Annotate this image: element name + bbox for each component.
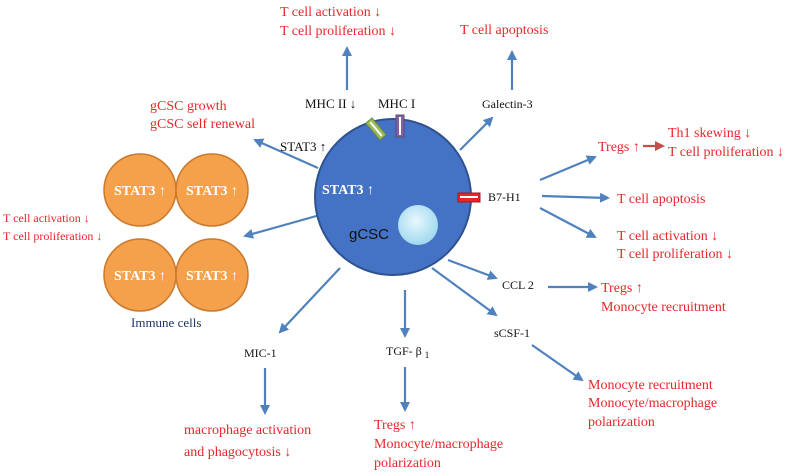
mic1-effect-activation: macrophage activation	[184, 423, 311, 438]
gcsc-stat3-label: STAT3 ↑	[322, 183, 374, 198]
mhc1-label: MHC I	[378, 96, 415, 111]
immune-cell-4	[175, 238, 249, 312]
mic1-label: MIC-1	[244, 346, 277, 360]
immune-cells: STAT3 ↑ STAT3 ↑ STAT3 ↑ STAT3 ↑	[103, 153, 249, 312]
stat3-branch-label: STAT3 ↑	[280, 139, 326, 154]
ccl2-effect-recruitment: Monocyte recruitment	[601, 300, 726, 315]
stat3-effect-renewal: gCSC self renewal	[150, 117, 255, 132]
arrow-to-galectin	[459, 116, 494, 151]
ccl2-effect-tregs: Tregs ↑	[601, 281, 643, 296]
stat3-effect-growth: gCSC growth	[150, 99, 227, 114]
arrow-to-ccl2	[447, 258, 498, 280]
immune-effect-proliferation: T cell proliferation ↓	[3, 229, 102, 243]
tgf-label-sub: 1	[425, 350, 430, 360]
tgf-label-main: TGF- β	[386, 344, 422, 358]
tgf-effect-macrophage: Monocyte/macrophage	[374, 437, 503, 452]
b7h1-label: B7-H1	[488, 190, 521, 204]
mhc-effect-activation: T cell activation ↓	[280, 5, 381, 20]
scsf-effect-macrophage: Monocyte/macrophage	[588, 396, 717, 411]
b7h1-receptor-inner	[460, 196, 478, 198]
mhc1-receptor-inner	[399, 117, 401, 135]
arrow-to-scsf	[431, 267, 498, 317]
arrow-to-activation-b7	[539, 207, 597, 238]
mhc2-label: MHC II ↓	[305, 96, 356, 111]
b7h1-effect-proliferation: T cell proliferation ↓	[668, 145, 784, 160]
b7h1-effect-proliferation-2: T cell proliferation ↓	[617, 247, 733, 262]
scsf-effect-recruitment: Monocyte recruitment	[588, 378, 713, 393]
immune-cell-4-label: STAT3 ↑	[186, 269, 238, 284]
arrow-scsf-to-effects	[531, 344, 584, 382]
arrow-to-tregs-b7	[539, 155, 597, 182]
b7h1-effect-apoptosis: T cell apoptosis	[617, 192, 705, 207]
immune-cell-3-label: STAT3 ↑	[114, 269, 166, 284]
galectin-label: Galectin-3	[482, 97, 533, 111]
gcsc-cell: STAT3 ↑ gCSC	[314, 118, 472, 276]
b7h1-effect-th1: Th1 skewing ↓	[668, 126, 751, 141]
gcsc-nucleus	[398, 205, 438, 245]
b7h1-effect-activation: T cell activation ↓	[617, 229, 718, 244]
immune-caption: Immune cells	[131, 315, 201, 330]
gcsc-name: gCSC	[349, 226, 389, 243]
b7h1-tregs: Tregs ↑	[598, 140, 640, 155]
galectin-effect-apoptosis: T cell apoptosis	[460, 23, 548, 38]
immune-cell-2-label: STAT3 ↑	[186, 184, 238, 199]
immune-effect-activation: T cell activation ↓	[3, 211, 90, 225]
tgf-effect-polarization: polarization	[374, 456, 441, 471]
immune-cell-2	[175, 153, 249, 227]
arrow-to-mic1	[278, 267, 341, 334]
mhc2-receptor-inner	[369, 121, 383, 137]
arrow-to-immune	[243, 213, 321, 239]
scsf-effect-polarization: polarization	[588, 415, 655, 430]
immune-cell-1-label: STAT3 ↑	[114, 184, 166, 199]
mhc-effect-proliferation: T cell proliferation ↓	[280, 24, 396, 39]
ccl2-label: CCL 2	[502, 278, 534, 292]
arrows	[243, 46, 665, 415]
mhc2-label-text: MHC II ↓	[305, 96, 356, 111]
mic1-effect-phagocytosis: and phagocytosis ↓	[184, 445, 291, 460]
tgf-effect-tregs: Tregs ↑	[374, 418, 416, 433]
scsf-label: sCSF-1	[494, 326, 530, 340]
arrow-to-stat3-effects	[253, 138, 319, 170]
arrow-to-apoptosis-b7	[541, 192, 610, 203]
